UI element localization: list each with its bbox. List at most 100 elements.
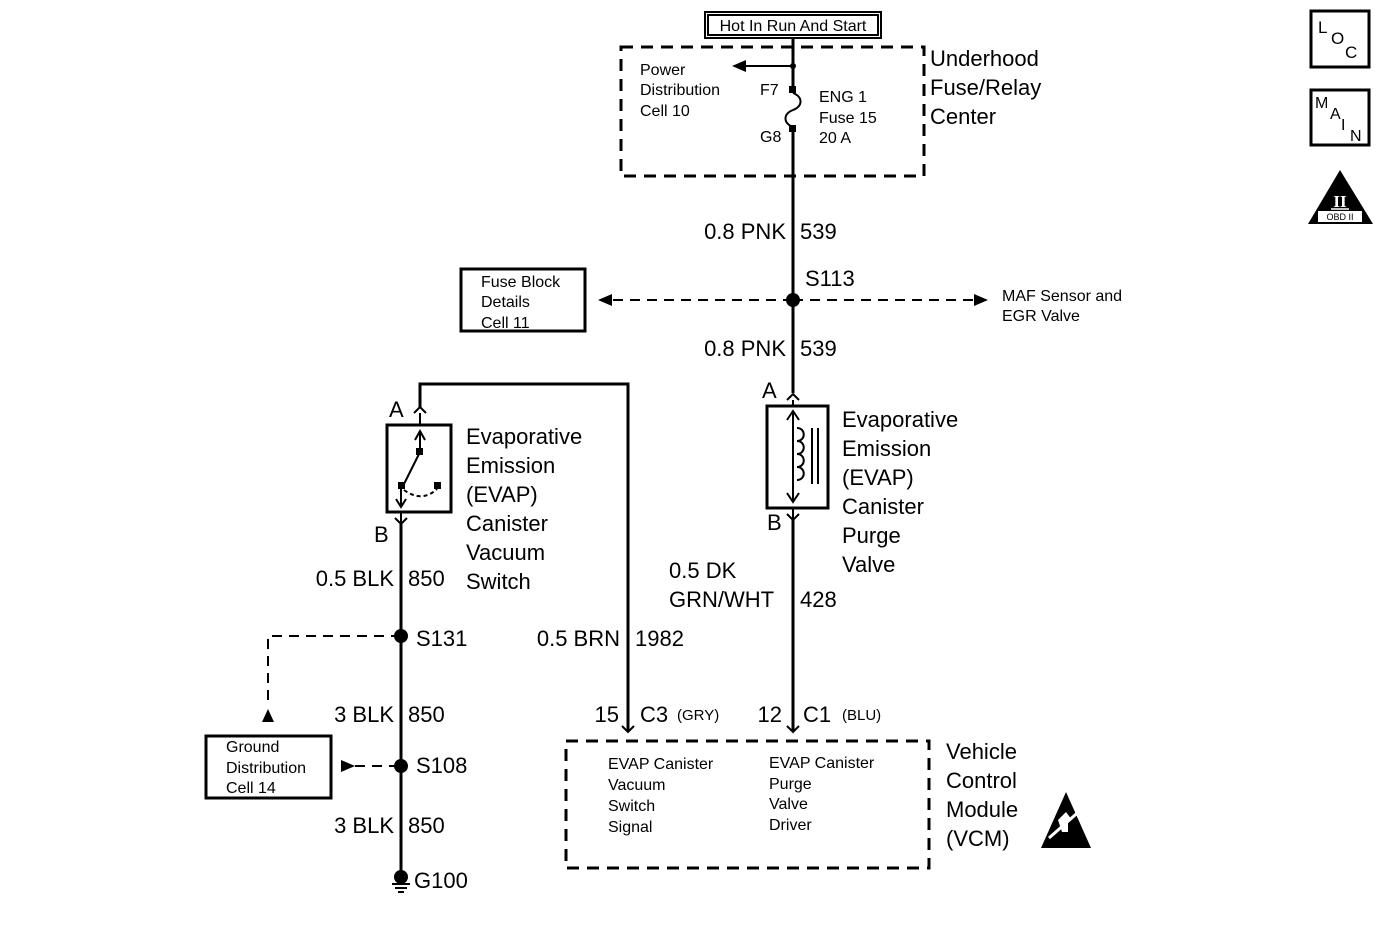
wire-grn-circuit: 428	[800, 587, 837, 612]
svg-text:EVAP Canister: EVAP Canister	[608, 756, 714, 773]
switch-blade	[403, 451, 421, 485]
pin-f7-label: F7	[760, 82, 779, 99]
svg-text:Valve: Valve	[769, 796, 808, 813]
connector-c1-color: (BLU)	[842, 707, 881, 724]
maf-arrow	[974, 294, 988, 306]
connector-c3-pin: 15	[595, 702, 619, 727]
svg-text:Vehicle: Vehicle	[946, 739, 1017, 764]
svg-text:20 A: 20 A	[819, 130, 851, 147]
svg-text:O: O	[1331, 29, 1344, 48]
svg-text:Emission: Emission	[466, 453, 555, 478]
svg-text:Underhood: Underhood	[930, 46, 1039, 71]
svg-text:ENG 1: ENG 1	[819, 89, 867, 106]
vacuum-switch: A B	[374, 397, 453, 547]
s108-arrow	[341, 760, 355, 772]
power-distribution-arrow	[732, 60, 746, 72]
wire-pnk-lower-gauge: 0.8 PNK	[704, 336, 786, 361]
esd-warning-icon	[1041, 792, 1091, 848]
svg-text:Switch: Switch	[466, 569, 531, 594]
svg-text:Driver: Driver	[769, 817, 812, 834]
solenoid-coil	[796, 427, 805, 481]
purge-valve-pin-b: B	[767, 510, 782, 535]
svg-text:M: M	[1315, 95, 1328, 112]
vacuum-switch-pin-a: A	[389, 397, 404, 422]
purge-valve-connector-a	[786, 392, 800, 401]
wire-grn-gauge-line1: 0.5 DK	[669, 558, 737, 583]
purge-valve: A B	[762, 378, 830, 535]
ground-g100-label: G100	[414, 868, 468, 893]
svg-text:Distribution: Distribution	[226, 760, 306, 777]
ground-dashed-link	[267, 635, 401, 706]
svg-text:Evaporative: Evaporative	[842, 407, 958, 432]
svg-text:N: N	[1350, 128, 1362, 145]
fuse-center-box	[619, 45, 926, 178]
svg-text:C: C	[1345, 43, 1357, 62]
wire-brn-1982	[418, 382, 630, 732]
pin-f7-marker	[789, 86, 796, 93]
vacuum-switch-label: Evaporative Emission (EVAP) Canister Vac…	[466, 424, 582, 594]
svg-text:Fuse Block: Fuse Block	[481, 274, 561, 291]
connector-c1-name: C1	[803, 702, 831, 727]
ground-up-arrow	[262, 709, 274, 722]
loc-badge[interactable]: L O C	[1309, 9, 1371, 69]
svg-text:Canister: Canister	[842, 494, 924, 519]
svg-text:Cell 10: Cell 10	[640, 103, 690, 120]
fuse-symbol	[784, 92, 802, 128]
vcm-signal-label: EVAP Canister Vacuum Switch Signal	[608, 756, 714, 836]
wire-blk-low-gauge: 3 BLK	[334, 813, 394, 838]
wire-blk-mid-gauge: 3 BLK	[334, 702, 394, 727]
svg-text:Emission: Emission	[842, 436, 931, 461]
maf-egr-ref: MAF Sensor and EGR Valve	[1002, 288, 1122, 325]
vacuum-switch-connector-a	[413, 405, 427, 414]
wire-pnk-upper-gauge: 0.8 PNK	[704, 219, 786, 244]
svg-text:Valve: Valve	[842, 552, 895, 577]
vacuum-switch-pin-b: B	[374, 522, 389, 547]
ground-g100	[392, 870, 410, 893]
connector-c3-color: (GRY)	[677, 707, 719, 724]
svg-text:L: L	[1318, 18, 1327, 37]
svg-text:Canister: Canister	[466, 511, 548, 536]
power-source-label: Hot In Run And Start	[704, 11, 882, 39]
splice-s108	[394, 759, 408, 773]
purge-valve-pin-a: A	[762, 378, 777, 403]
wire-grn-gauge-line2: GRN/WHT	[669, 587, 774, 612]
svg-text:Purge: Purge	[842, 523, 901, 548]
svg-text:Cell 14: Cell 14	[226, 780, 276, 797]
splice-s108-label: S108	[416, 753, 467, 778]
svg-text:A: A	[1330, 106, 1341, 123]
main-badge[interactable]: M A I N	[1309, 88, 1371, 147]
svg-text:Switch: Switch	[608, 798, 655, 815]
connector-c1-pin: 12	[758, 702, 782, 727]
connector-c3-symbol	[621, 725, 635, 734]
wire-blk-mid-circuit: 850	[408, 702, 445, 727]
vcm-driver-label: EVAP Canister Purge Valve Driver	[769, 755, 875, 834]
pin-g8-marker	[789, 125, 796, 132]
svg-text:Vacuum: Vacuum	[608, 777, 666, 794]
svg-text:Fuse 15: Fuse 15	[819, 110, 877, 127]
svg-text:Center: Center	[930, 104, 996, 129]
obd-text: OBD II	[1326, 212, 1353, 222]
splice-s131-label: S131	[416, 626, 467, 651]
svg-text:Module: Module	[946, 797, 1018, 822]
power-source-text: Hot In Run And Start	[720, 18, 867, 35]
svg-text:Purge: Purge	[769, 776, 812, 793]
svg-text:EVAP Canister: EVAP Canister	[769, 755, 875, 772]
connector-c3-name: C3	[640, 702, 668, 727]
svg-text:Cell 11: Cell 11	[481, 315, 530, 332]
connector-c1-symbol	[786, 725, 800, 734]
fuse-block-details-ref: Fuse Block Details Cell 11	[459, 267, 587, 333]
vcm-title: Vehicle Control Module (VCM)	[946, 739, 1018, 851]
wire-blk-switch-circuit: 850	[408, 566, 445, 591]
svg-text:I: I	[1341, 117, 1345, 134]
svg-text:Ground: Ground	[226, 739, 279, 756]
svg-text:(EVAP): (EVAP)	[842, 465, 914, 490]
obd-roman: II	[1333, 192, 1347, 211]
svg-text:(VCM): (VCM)	[946, 826, 1010, 851]
svg-text:Distribution: Distribution	[640, 82, 720, 99]
svg-text:EGR Valve: EGR Valve	[1002, 308, 1080, 325]
obd-ii-badge[interactable]: II OBD II	[1308, 170, 1373, 224]
wire-pnk-lower-circuit: 539	[800, 336, 837, 361]
svg-text:Fuse/Relay: Fuse/Relay	[930, 75, 1041, 100]
svg-text:Details: Details	[481, 294, 530, 311]
